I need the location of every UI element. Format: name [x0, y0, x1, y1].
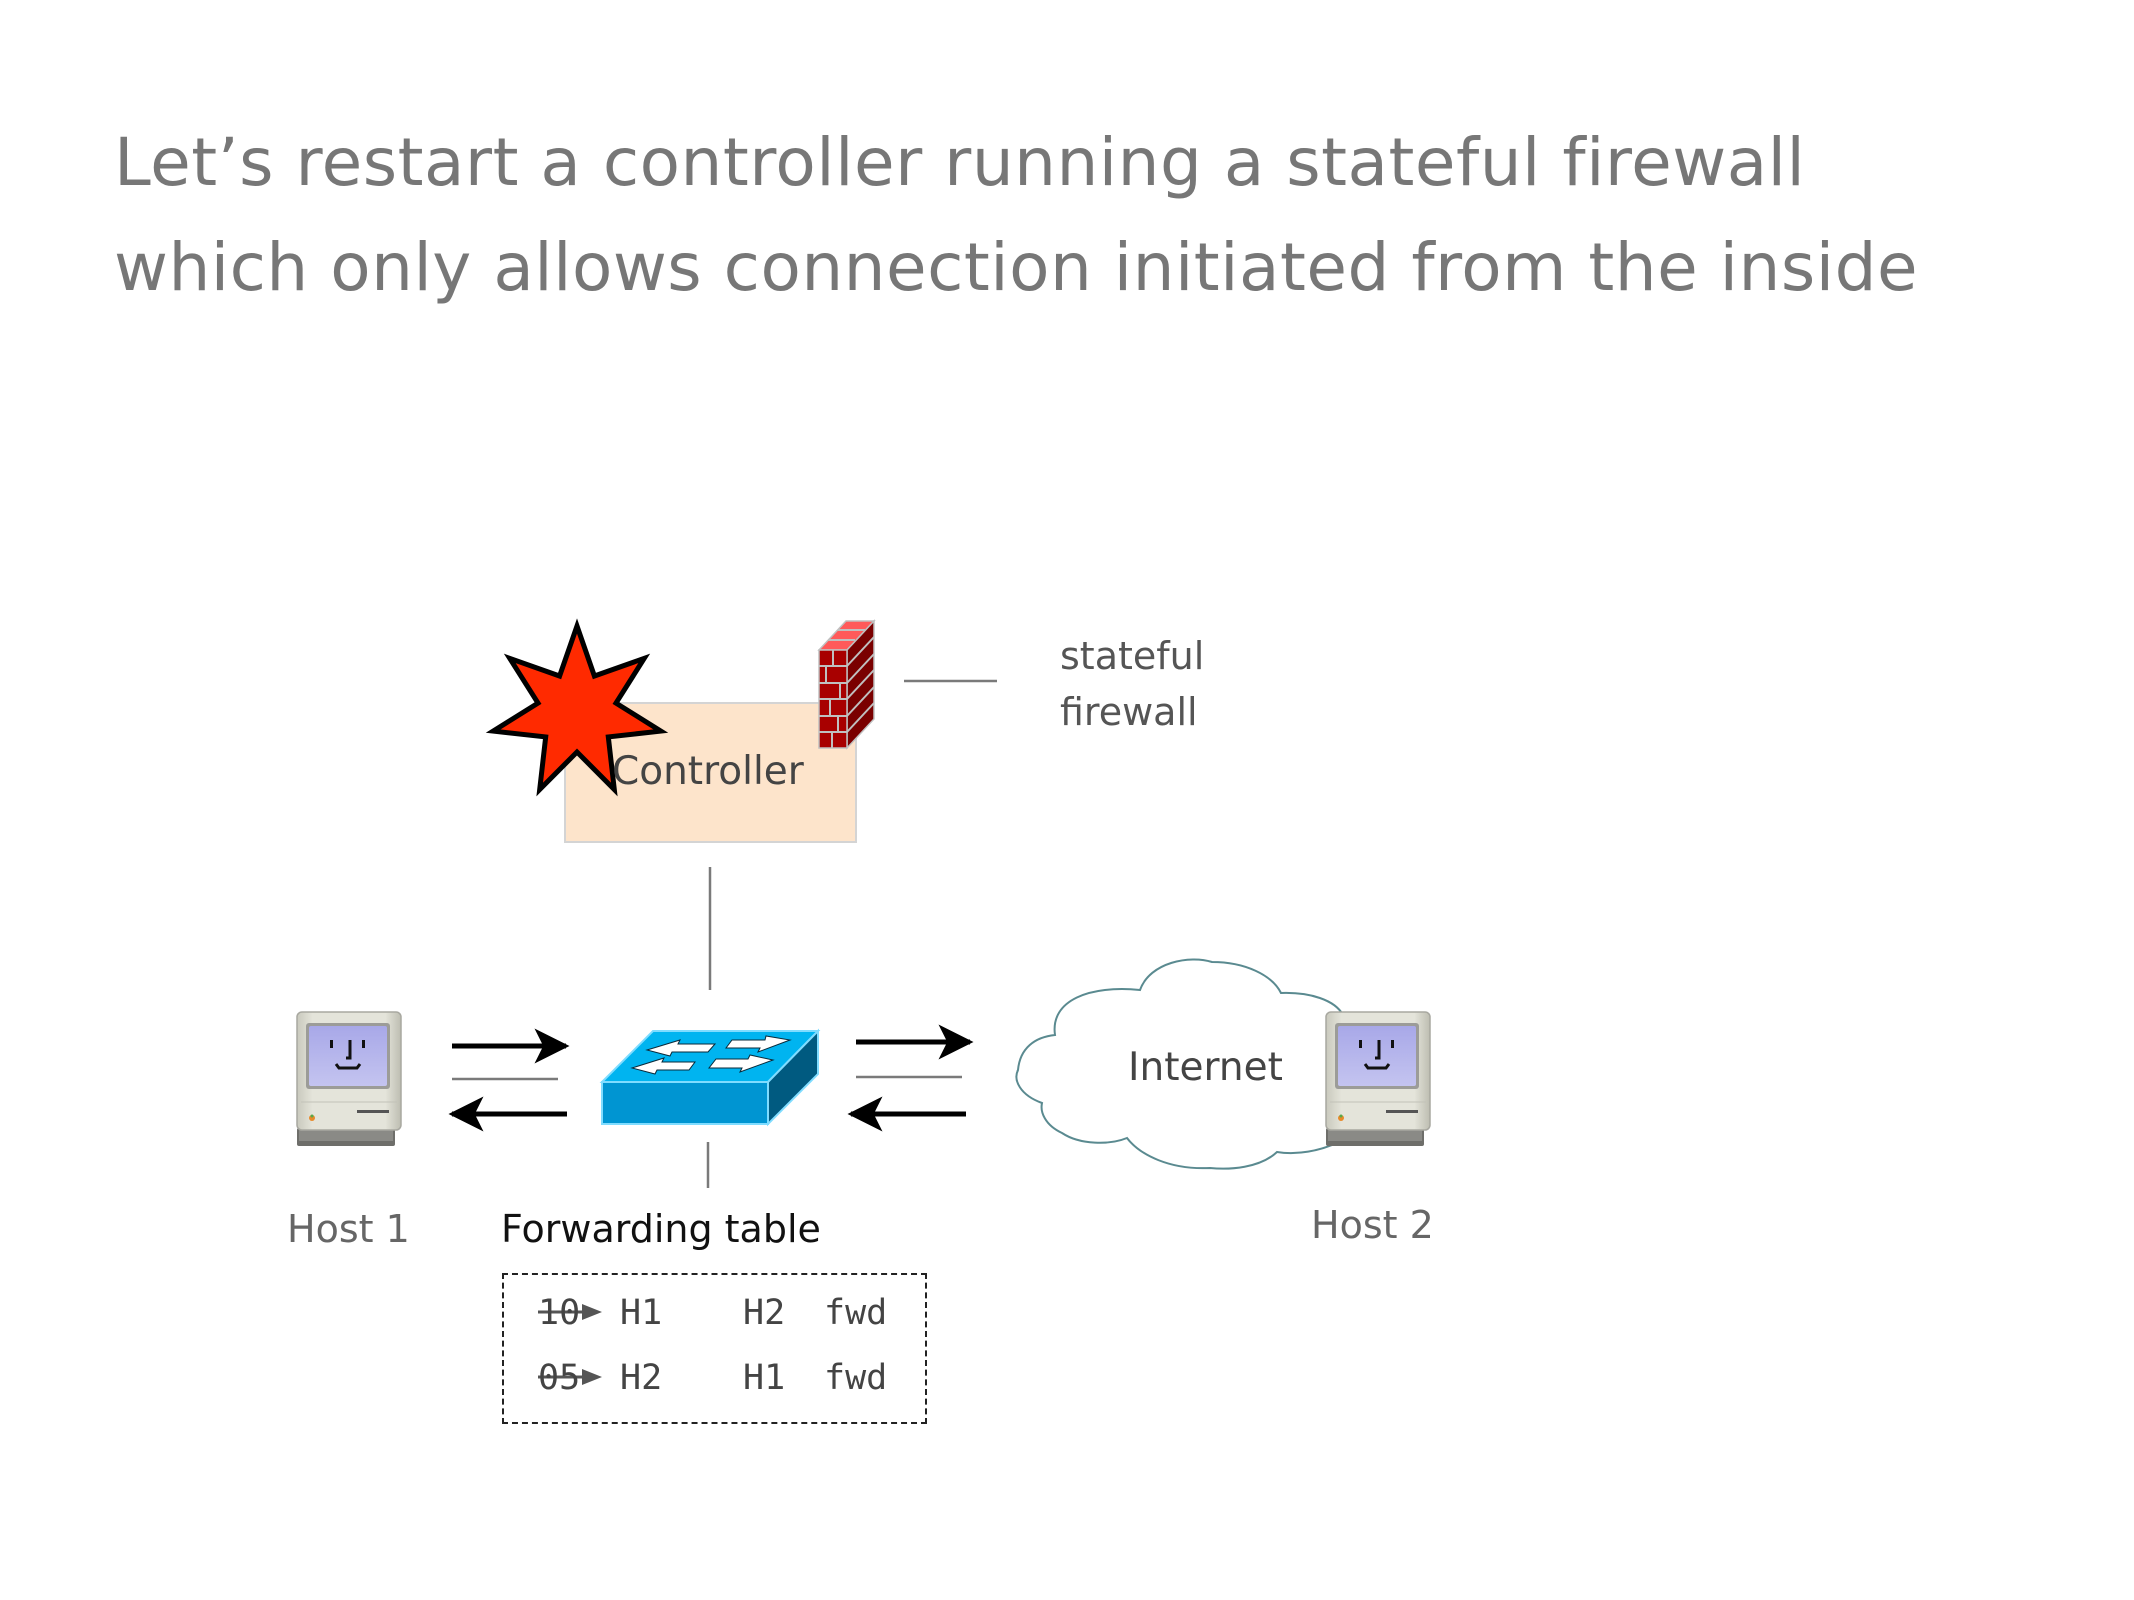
- internet-label: Internet: [1128, 1045, 1283, 1090]
- rule-source: H2: [620, 1358, 663, 1398]
- right-arrow-icon: [538, 1304, 602, 1320]
- table-row: 10 H1 H2 fwd: [538, 1293, 887, 1333]
- rule-action: fwd: [824, 1358, 888, 1398]
- rule-priority: 10: [538, 1293, 581, 1333]
- rule-priority: 05: [538, 1358, 581, 1398]
- table-row: 05 H2 H1 fwd: [538, 1358, 887, 1398]
- stateful-firewall-label-line-1: stateful: [1060, 634, 1205, 678]
- network-switch-icon[interactable]: [599, 1028, 821, 1127]
- forwarding-table-title: Forwarding table: [501, 1207, 821, 1251]
- controller-label: Controller: [612, 749, 804, 794]
- cloud-icon: [1015, 958, 1344, 1170]
- rule-action: fwd: [824, 1293, 888, 1333]
- rule-source: H1: [620, 1293, 663, 1333]
- slide-title-line-1: Let’s restart a controller running a sta…: [114, 124, 1806, 201]
- forwarding-table: 10 H1 H2 fwd 05 H2 H1 fwd: [502, 1273, 927, 1424]
- slide-title-line-2: which only allows connection initiated f…: [114, 229, 1919, 306]
- stateful-firewall-label-line-2: firewall: [1060, 690, 1198, 734]
- explosion-star-icon: [485, 618, 669, 797]
- host1-label: Host 1: [287, 1207, 410, 1251]
- brick-firewall-icon: [817, 619, 876, 750]
- stateful-firewall-label: stateful firewall: [1060, 628, 1204, 740]
- host1-computer-icon[interactable]: [295, 1010, 403, 1148]
- host2-computer-icon[interactable]: [1324, 1010, 1432, 1148]
- right-arrow-icon: [538, 1369, 602, 1385]
- rule-destination: H1: [743, 1358, 786, 1398]
- rule-destination: H2: [743, 1293, 786, 1333]
- host2-label: Host 2: [1311, 1203, 1434, 1247]
